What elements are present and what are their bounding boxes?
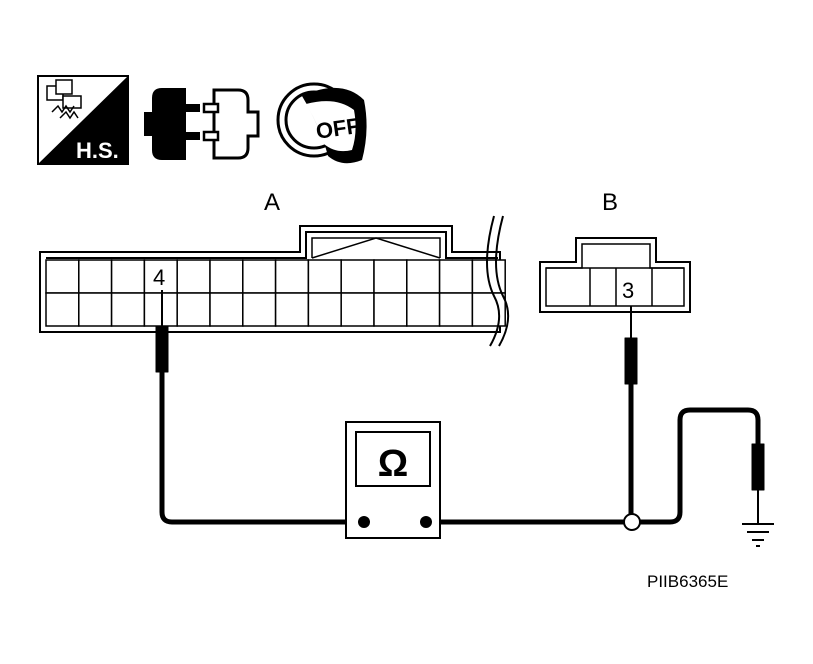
connector-a-cavity	[209, 259, 244, 294]
connector-a-cavity	[45, 259, 80, 294]
connector-b: B 3	[539, 189, 691, 313]
test-leads	[155, 290, 765, 525]
connector-a-cavity	[471, 292, 506, 327]
connector-a-cavity	[274, 259, 310, 294]
connector-a-cavity	[274, 292, 310, 327]
connector-a-cavities	[45, 259, 506, 327]
connector-a-cavity	[110, 259, 146, 294]
ignition-key-icon: OFF	[276, 82, 367, 164]
connector-a-cavity	[176, 292, 211, 327]
connector-a-cavity	[110, 292, 146, 327]
figure-code: PIIB6365E	[647, 572, 728, 591]
connector-a-cavity	[209, 292, 244, 327]
ohm-symbol: Ω	[378, 443, 408, 485]
connector-a-cavity	[78, 259, 113, 294]
connector-a-cavity	[45, 292, 80, 327]
connector-a-cavity	[307, 259, 342, 294]
connector-a-cavity	[373, 259, 408, 294]
disconnected-connector-icon	[144, 88, 260, 160]
wiring-harness-icon: H.S.	[37, 75, 129, 165]
connector-a-cavity	[143, 292, 178, 327]
meter-terminal-left	[358, 516, 370, 528]
connector-a-cavity	[176, 259, 211, 294]
connector-a-cavity	[406, 259, 441, 294]
ignition-off-label: OFF	[314, 113, 361, 144]
harness-label: H.S.	[76, 138, 119, 163]
connector-a-cavity	[307, 292, 342, 327]
connector-b-label: B	[602, 189, 618, 216]
connector-a-cavity	[78, 292, 113, 327]
ohmmeter-icon: Ω	[345, 421, 441, 539]
wire-junction	[623, 513, 641, 531]
connector-b-pin: 3	[622, 278, 634, 303]
connector-a-pin: 4	[153, 265, 165, 290]
connector-a-cavity	[242, 292, 277, 327]
connector-a: A 4	[39, 189, 510, 347]
connector-a-cavity	[340, 259, 375, 294]
connector-a-cavity	[406, 292, 441, 327]
ground-icon	[742, 523, 774, 547]
connector-a-cavity	[373, 292, 408, 327]
connector-a-cavity	[438, 259, 474, 294]
connector-a-cavity	[438, 292, 474, 327]
connector-a-cavity	[340, 292, 375, 327]
meter-terminal-right	[420, 516, 432, 528]
connector-a-cavity	[242, 259, 277, 294]
connector-a-label: A	[264, 189, 280, 216]
